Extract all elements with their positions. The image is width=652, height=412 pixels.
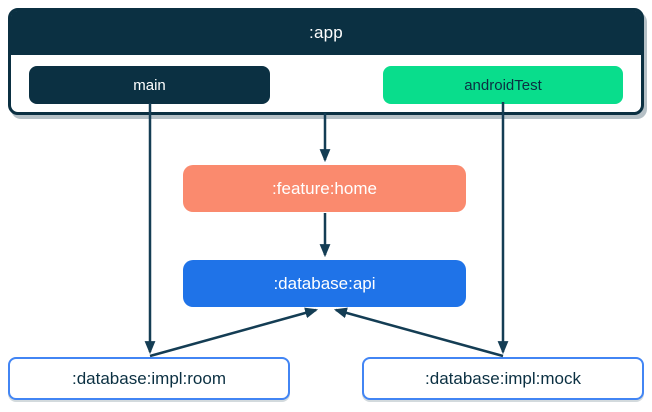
node-database-impl-room: :database:impl:room — [8, 357, 290, 400]
node-database-api-label: :database:api — [273, 273, 376, 293]
source-set-androidtest: androidTest — [383, 66, 623, 104]
node-feature-home: :feature:home — [183, 165, 466, 212]
source-set-main: main — [29, 66, 270, 104]
app-module-header: :app — [11, 11, 641, 55]
edge-impl-mock-to-database-api — [333, 307, 504, 358]
node-database-impl-room-label: :database:impl:room — [71, 368, 227, 388]
node-feature-home-label: :feature:home — [272, 178, 377, 198]
source-set-main-label: main — [133, 76, 166, 94]
node-database-api: :database:api — [183, 260, 466, 307]
app-module-container: :app main androidTest — [8, 8, 644, 115]
app-module-title: :app — [309, 23, 343, 42]
source-set-androidtest-label: androidTest — [464, 76, 542, 94]
edge-impl-room-to-database-api — [149, 307, 319, 358]
node-database-impl-mock: :database:impl:mock — [362, 357, 644, 400]
node-database-impl-mock-label: :database:impl:mock — [425, 368, 581, 388]
app-module-body: main androidTest — [11, 55, 641, 112]
